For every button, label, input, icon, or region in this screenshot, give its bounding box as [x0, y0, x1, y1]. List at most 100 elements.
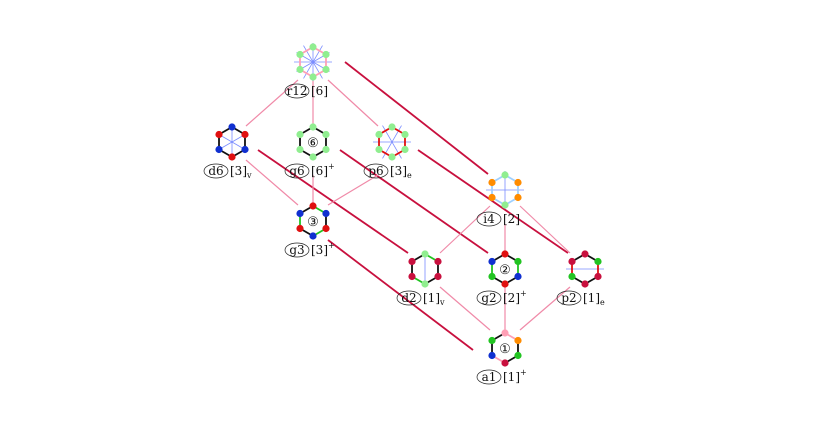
edges-layer — [245, 61, 571, 351]
vertex-dot — [322, 145, 330, 154]
vertex-dot — [501, 280, 509, 288]
vertex-dot — [408, 257, 416, 266]
node-d2: d2 [1]v — [396, 250, 445, 307]
vertex-dot — [488, 193, 496, 202]
group-name: p2 — [561, 291, 576, 305]
group-name: a1 — [482, 370, 497, 384]
vertex-dot — [215, 130, 223, 139]
vertex-dot — [309, 153, 317, 161]
group-name-oval — [476, 369, 502, 385]
vertex-dot — [296, 65, 304, 74]
vertex-dot — [228, 153, 236, 161]
subgroup-index: [3]e — [390, 164, 412, 180]
group-name-oval — [363, 163, 389, 179]
group-name: g2 — [481, 291, 496, 305]
edge-p2-a1 — [519, 286, 571, 331]
edge-i4-p2 — [519, 205, 571, 254]
vertex-dot — [501, 329, 509, 337]
group-name: g6 — [289, 164, 304, 178]
vertex-dot — [388, 123, 396, 131]
rotation-order-label: ⑥ — [307, 136, 319, 151]
vertex-dot — [568, 272, 576, 281]
vertex-dot — [296, 224, 304, 233]
node-g2: ②g2 [2]+ — [476, 250, 527, 306]
edge-r12-i4 — [344, 61, 489, 175]
rotation-order-label: ① — [499, 342, 511, 357]
vertex-dot — [296, 209, 304, 218]
vertex-dot — [434, 257, 442, 266]
group-name-oval — [476, 290, 502, 306]
node-g3: ③g3[3]+ — [284, 202, 335, 258]
vertex-dot — [421, 250, 429, 258]
vertex-dot — [296, 50, 304, 59]
vertex-dot — [309, 123, 317, 131]
subgroup-index: [3]+ — [311, 241, 335, 257]
vertex-dot — [401, 130, 409, 139]
group-name-oval — [203, 163, 229, 179]
edge-r12-d6 — [245, 79, 299, 127]
rotation-order-label: ② — [499, 263, 511, 278]
node-g6: ⑥g6 [6]+ — [284, 123, 335, 179]
vertex-dot — [501, 171, 509, 179]
vertex-dot — [488, 351, 496, 360]
group-name: p6 — [368, 164, 383, 178]
group-name-oval — [396, 290, 422, 306]
vertex-dot — [568, 257, 576, 266]
node-r12: r12 [6] — [284, 43, 332, 99]
group-name-oval — [556, 290, 582, 306]
edge-d2-a1 — [439, 286, 491, 331]
vertex-dot — [241, 145, 249, 154]
mirror-lines-d6 — [218, 127, 246, 157]
group-name: d6 — [208, 164, 223, 178]
edge-p6-p2 — [417, 149, 569, 254]
subgroup-index: [2]+ — [503, 289, 527, 305]
nodes-layer: r12 [6] d6 [3]v ⑥g6 [6]+ p6 [3]e ③g3[3]+ i4[2] d2 [… — [203, 43, 605, 385]
vertex-dot — [514, 336, 522, 345]
vertex-dot — [514, 193, 522, 202]
vertex-dot — [408, 272, 416, 281]
group-name-oval — [476, 211, 502, 227]
subgroup-index: [3]v — [230, 164, 252, 180]
subgroup-index: [1]e — [583, 291, 605, 307]
vertex-dot — [228, 123, 236, 131]
vertex-dot — [501, 201, 509, 209]
vertex-dot — [322, 130, 330, 139]
vertex-dot — [375, 130, 383, 139]
vertex-dot — [388, 153, 396, 161]
vertex-dot — [296, 145, 304, 154]
subgroup-index: [6]+ — [311, 162, 335, 178]
vertex-dot — [501, 250, 509, 258]
group-name-oval — [284, 83, 310, 99]
node-a1: ①a1[1]+ — [476, 329, 527, 385]
vertex-dot — [514, 257, 522, 266]
vertex-dot — [514, 272, 522, 281]
vertex-dot — [434, 272, 442, 281]
vertex-dot — [296, 130, 304, 139]
subgroup-index: [6] — [311, 84, 328, 98]
vertex-dot — [322, 209, 330, 218]
group-name-oval — [284, 163, 310, 179]
vertex-dot — [375, 145, 383, 154]
node-p2: p2 [1]e — [556, 250, 605, 307]
vertex-dot — [421, 280, 429, 288]
group-name: d2 — [401, 291, 416, 305]
vertex-dot — [514, 351, 522, 360]
edge-g6-g2 — [339, 149, 489, 254]
edge-r12-p6 — [327, 79, 379, 127]
vertex-dot — [322, 65, 330, 74]
vertex-dot — [488, 272, 496, 281]
vertex-dot — [241, 130, 249, 139]
node-d6: d6 [3]v — [203, 123, 252, 180]
vertex-dot — [488, 257, 496, 266]
vertex-dot — [501, 359, 509, 367]
group-name: i4 — [483, 212, 495, 226]
edge-p6-g3 — [327, 174, 379, 206]
group-name: r12 — [286, 84, 307, 98]
rotation-order-label: ③ — [307, 215, 319, 230]
vertex-dot — [594, 272, 602, 281]
subgroup-index: [1]v — [423, 291, 445, 307]
node-i4: i4[2] — [476, 171, 524, 227]
vertex-dot — [514, 178, 522, 187]
vertex-dot — [488, 336, 496, 345]
